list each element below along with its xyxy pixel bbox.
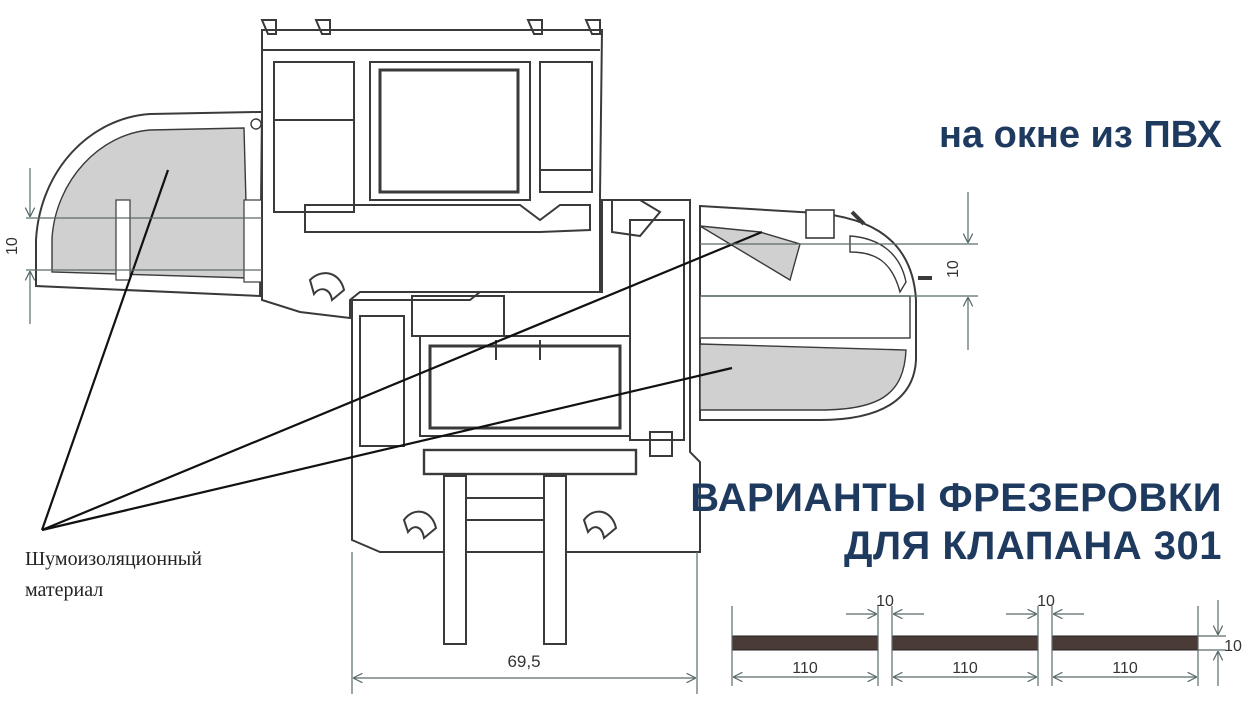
insulation-material-label: Шумоизоляционный материал (25, 544, 285, 606)
milling-bar-2 (891, 635, 1039, 651)
material-label-line-2: материал (25, 579, 104, 601)
title-line-1: ВАРИАНТЫ ФРЕЗЕРОВКИ (690, 476, 1222, 520)
left-insulation (51, 127, 249, 279)
left-gap-dimension (26, 168, 262, 324)
title-line-2: ДЛЯ КЛАПАНА 301 (843, 524, 1222, 568)
frame-width-dimension (351, 552, 698, 694)
right-gap-dimension (700, 192, 978, 350)
frame-profile (351, 199, 701, 645)
milling-bar-3 (1051, 635, 1199, 651)
material-label-line-1: Шумоизоляционный (25, 548, 202, 570)
segment-label-1: 110 (792, 660, 818, 677)
milling-offset-label-1: 10 (876, 593, 894, 610)
segment-label-3: 110 (1112, 660, 1138, 677)
callout-lines (40, 169, 763, 532)
right-hood (699, 204, 932, 421)
right-gap-label: 10 (945, 260, 962, 278)
sash-profile (260, 19, 604, 320)
frame-width-label: 69,5 (507, 652, 540, 671)
right-insulation (699, 343, 907, 411)
milling-offset-label-2: 10 (1037, 593, 1055, 610)
left-hood (35, 111, 264, 298)
segment-label-2: 110 (952, 660, 978, 677)
milling-bar-1 (731, 635, 879, 651)
milling-variants (731, 600, 1226, 686)
left-gap-label: 10 (4, 237, 21, 255)
milling-thickness-label: 10 (1224, 638, 1242, 655)
subtitle: на окне из ПВХ (939, 114, 1222, 156)
